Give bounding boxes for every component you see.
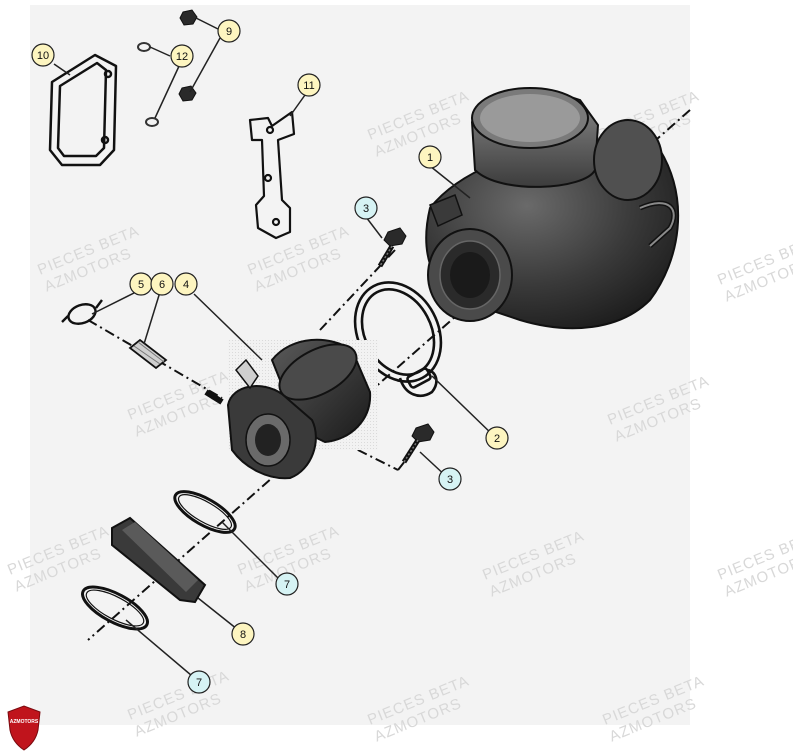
- callout-circle: [31, 43, 55, 67]
- callout-9: 9: [217, 19, 241, 43]
- callout-circle: [297, 73, 321, 97]
- bracket-part: [48, 53, 118, 167]
- mounting-plate-part: [248, 110, 296, 240]
- sleeve-part: [128, 338, 168, 370]
- callout-label: 3: [363, 203, 369, 215]
- screw-axis-line-upper: [319, 249, 396, 331]
- callout-7: 7: [275, 572, 299, 596]
- callout-circle: [231, 622, 255, 646]
- o-ring-part: [81, 585, 149, 631]
- callout-circle: [187, 670, 211, 694]
- callout-label: 4: [183, 279, 189, 291]
- callout-circle: [170, 44, 194, 68]
- callout-5: 5: [129, 272, 153, 296]
- callout-circle: [174, 272, 198, 296]
- callout-circle: [150, 272, 174, 296]
- screw-part: [401, 423, 435, 464]
- azmotors-logo: AZMOTORS: [7, 705, 41, 751]
- screw-part: [377, 227, 407, 268]
- callout-circle: [275, 572, 299, 596]
- callout-circle: [354, 196, 378, 220]
- callout-label: 7: [196, 677, 202, 689]
- callout-label: 11: [303, 80, 314, 92]
- o-ring-part: [173, 490, 237, 534]
- callout-4: 4: [174, 272, 198, 296]
- callout-2: 2: [485, 426, 509, 450]
- hose-clip-part: [61, 299, 103, 325]
- callout-circle: [485, 426, 509, 450]
- watermark: PIECES BETA AZMOTORS: [715, 232, 793, 305]
- screw-axis-line-lower-end: [397, 451, 413, 471]
- callout-8: 8: [231, 622, 255, 646]
- callout-circle: [217, 19, 241, 43]
- throttle-axis-line: [87, 319, 223, 399]
- callout-6: 6: [150, 272, 174, 296]
- callout-3: 3: [438, 467, 462, 491]
- callout-label: 10: [37, 50, 49, 62]
- callout-label: 1: [427, 152, 433, 164]
- callout-7: 7: [187, 670, 211, 694]
- callout-label: 12: [176, 51, 188, 63]
- callout-1: 1: [418, 145, 442, 169]
- callout-3: 3: [354, 196, 378, 220]
- callout-label: 3: [447, 474, 453, 486]
- callout-label: 9: [226, 26, 232, 38]
- reed-plate-part: [111, 516, 207, 604]
- watermark: PIECES BETA AZMOTORS: [715, 527, 793, 600]
- callout-label: 2: [494, 433, 500, 445]
- callout-11: 11: [297, 73, 321, 97]
- intake-manifold-part: [204, 338, 378, 480]
- main-axis-line: [87, 109, 691, 641]
- callout-label: 5: [138, 279, 144, 291]
- callout-10: 10: [31, 43, 55, 67]
- callout-label: 7: [284, 579, 290, 591]
- air-box-part: [425, 87, 680, 330]
- callout-12: 12: [170, 44, 194, 68]
- callout-label: 8: [240, 629, 246, 641]
- callout-label: 6: [159, 279, 165, 291]
- logo-text: AZMOTORS: [10, 719, 39, 725]
- callout-circle: [418, 145, 442, 169]
- callout-circle: [438, 467, 462, 491]
